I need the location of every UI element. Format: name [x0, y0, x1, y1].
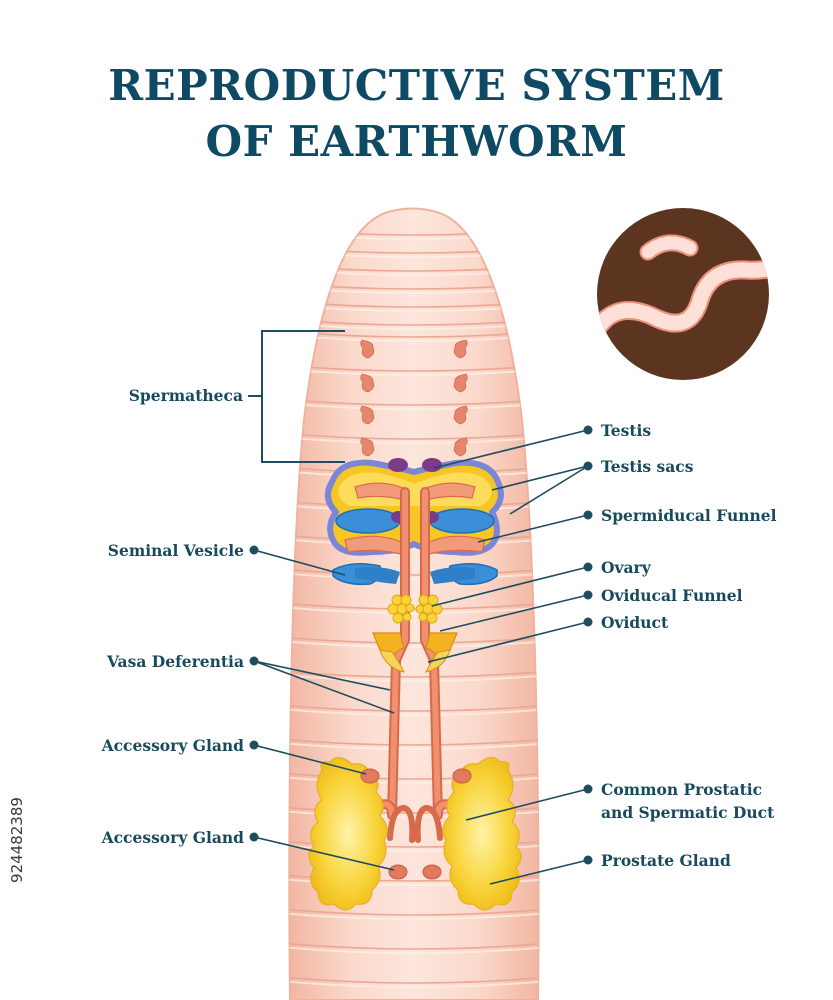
- label-prostate-gland: Prostate Gland: [601, 851, 731, 870]
- labels: Spermatheca Testis Testis sacs Spermiduc…: [101, 386, 777, 870]
- prostate-glands: [308, 756, 522, 911]
- label-spermiducal-funnel: Spermiducal Funnel: [601, 506, 777, 525]
- body-segment-highlight: [289, 843, 539, 852]
- body-segment-ring: [289, 703, 539, 712]
- body-segment-ring: [289, 907, 539, 916]
- label-testis-sacs: Testis sacs: [601, 457, 694, 476]
- spermatheca: [453, 373, 468, 393]
- diagram-title: REPRODUCTIVE SYSTEM OF EARTHWORM: [0, 58, 833, 170]
- spermatheca: [360, 405, 375, 425]
- body-segment-highlight: [289, 945, 539, 954]
- label-spermatheca: Spermatheca: [129, 386, 243, 405]
- body-segment-highlight: [289, 707, 539, 716]
- label-common-duct-line-2: and Spermatic Duct: [601, 803, 775, 822]
- body-segment-highlight: [289, 809, 539, 818]
- label-accessory-gland-lower: Accessory Gland: [101, 828, 245, 847]
- spermatheca-bracket: [248, 330, 345, 463]
- oviducts: [379, 649, 451, 673]
- body-segment-highlight: [289, 775, 539, 784]
- spermatheca: [453, 437, 468, 457]
- stock-id-watermark: 924482389: [6, 755, 28, 925]
- ovaries: [387, 594, 443, 624]
- spermatheca: [453, 339, 468, 359]
- body-segment-ring: [289, 567, 539, 576]
- label-oviduct: Oviduct: [601, 613, 669, 632]
- label-oviducal-funnel: Oviducal Funnel: [601, 586, 743, 605]
- body-segment-highlight: [289, 639, 539, 648]
- stock-id-text: 924482389: [8, 797, 26, 883]
- body-segment-highlight: [289, 673, 539, 682]
- body-segment-highlight: [289, 877, 539, 886]
- spermatheca: [360, 373, 375, 393]
- body-segment-ring: [289, 873, 539, 882]
- leader-lines: [253, 429, 589, 885]
- seminal-vesicles: [332, 508, 498, 586]
- spermatheca: [360, 339, 375, 359]
- body-segment-ring: [289, 737, 539, 746]
- title-line-2: OF EARTHWORM: [205, 117, 628, 166]
- spermatheca: [453, 405, 468, 425]
- spermiducal-funnels: [344, 482, 486, 555]
- body-segment-ring: [289, 839, 539, 848]
- body-segment-highlight: [289, 911, 539, 920]
- title-line-1: REPRODUCTIVE SYSTEM: [108, 61, 725, 110]
- body-segment-highlight: [289, 605, 539, 614]
- spermatheca-pairs: [360, 339, 468, 457]
- label-ovary: Ovary: [601, 558, 652, 577]
- body-segment-highlight: [289, 571, 539, 580]
- body-segment-ring: [289, 431, 539, 440]
- soil-worm-icon: [597, 208, 769, 380]
- body-segment-ring: [289, 941, 539, 950]
- body-segment-ring: [289, 805, 539, 814]
- spermatheca: [360, 437, 375, 457]
- body-segment-ring: [289, 771, 539, 780]
- label-common-duct-line-1: Common Prostatic: [601, 780, 762, 799]
- label-testis: Testis: [601, 421, 651, 440]
- label-seminal-vesicle: Seminal Vesicle: [108, 541, 244, 560]
- body-segment-highlight: [289, 741, 539, 750]
- body-segment-ring: [289, 975, 539, 984]
- label-dots: [249, 425, 593, 865]
- accessory-glands: [360, 768, 472, 880]
- label-accessory-gland-upper: Accessory Gland: [101, 736, 245, 755]
- label-vasa-deferentia: Vasa Deferentia: [106, 652, 244, 671]
- body-segment-highlight: [289, 435, 539, 444]
- body-segment-highlight: [289, 979, 539, 988]
- body-segment-ring: [289, 601, 539, 610]
